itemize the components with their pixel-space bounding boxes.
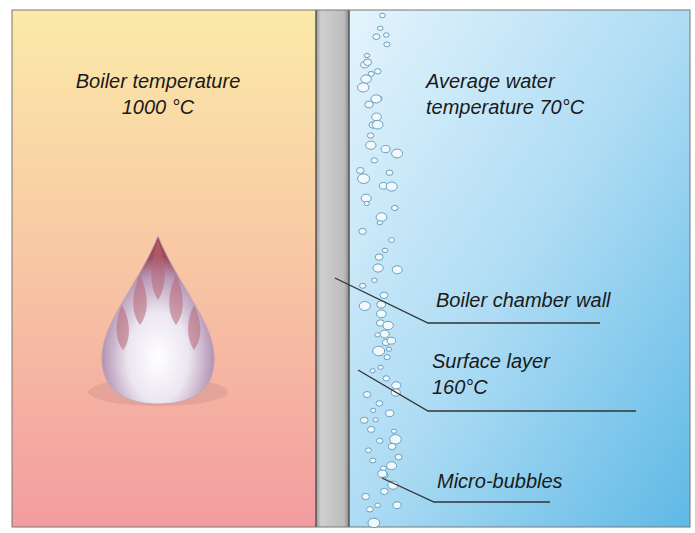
bubble <box>382 248 388 252</box>
bubble <box>366 141 376 149</box>
bubble <box>386 182 397 191</box>
bubble <box>387 337 396 344</box>
furnace-region <box>12 10 316 527</box>
bubble <box>383 376 390 381</box>
bubble <box>380 292 388 298</box>
leader-line <box>358 370 636 411</box>
bubble <box>375 254 383 260</box>
bubble <box>360 283 366 288</box>
bubble <box>390 435 402 444</box>
bubble <box>377 221 382 225</box>
water-temperature: Average water temperature 70°C <box>426 68 641 120</box>
bubble <box>368 426 375 432</box>
bubble <box>358 83 369 92</box>
bubble <box>380 13 386 18</box>
bubble <box>365 101 373 108</box>
bubbles-label: Micro-bubbles <box>437 468 637 494</box>
bubble <box>386 170 393 175</box>
bubble <box>371 95 381 103</box>
bubble <box>378 26 384 30</box>
bubble <box>392 266 402 274</box>
bubble <box>375 503 381 507</box>
wall-edge <box>348 10 350 527</box>
bubble <box>372 120 383 129</box>
bubble <box>387 462 397 470</box>
bubble <box>376 213 387 222</box>
bubble <box>359 228 366 234</box>
bubble <box>389 238 395 243</box>
bubble <box>384 355 390 360</box>
bubble <box>376 438 383 443</box>
bubble <box>367 507 374 512</box>
bubble <box>375 69 382 74</box>
bubble <box>384 42 390 47</box>
bubble <box>373 418 378 422</box>
surface-layer-label: Surface layer 160°C <box>432 348 582 400</box>
bubble <box>373 346 385 356</box>
flame <box>102 236 214 404</box>
bubble <box>384 33 390 37</box>
bubble <box>380 330 389 338</box>
leader-lines <box>335 278 636 502</box>
bubble <box>371 158 378 163</box>
bubble <box>363 392 370 398</box>
wall-label: Boiler chamber wall <box>436 287 676 313</box>
bubble <box>393 502 401 509</box>
bubble <box>381 488 389 494</box>
bubble <box>386 410 394 417</box>
micro-bubbles <box>357 13 403 527</box>
bubble <box>358 174 370 184</box>
bubble <box>373 34 380 40</box>
bubble <box>372 278 378 282</box>
bubble <box>370 369 375 373</box>
bubble <box>371 408 376 412</box>
bubble <box>370 458 376 463</box>
water-region <box>349 10 690 527</box>
bubble <box>392 149 403 158</box>
bubble <box>372 113 382 121</box>
flame-tips <box>117 240 201 350</box>
bubble <box>357 168 365 174</box>
bubble <box>395 454 402 460</box>
bubble <box>365 448 371 453</box>
bubble <box>368 518 380 527</box>
bubble <box>361 75 371 83</box>
bubble <box>364 59 372 65</box>
wall-edge <box>315 10 317 527</box>
bubble <box>391 429 396 433</box>
bubble <box>392 382 401 389</box>
bubble <box>364 201 369 205</box>
bubble <box>392 205 399 210</box>
bubble <box>378 470 387 477</box>
bubble <box>381 146 390 153</box>
bubble <box>367 133 374 138</box>
bubble <box>362 493 370 499</box>
bubble <box>386 347 391 351</box>
bubble <box>375 333 381 337</box>
bubble <box>388 443 396 449</box>
furnace-temperature: Boiler temperature 1000 °C <box>58 68 258 120</box>
bubble <box>376 401 383 406</box>
bubble <box>359 302 370 311</box>
bubble <box>376 310 386 318</box>
bubble <box>378 365 383 369</box>
bubble <box>364 54 369 58</box>
frame <box>12 10 690 527</box>
bubble <box>373 264 383 272</box>
chamber-wall <box>316 10 349 527</box>
bubble <box>360 417 368 423</box>
bubble <box>383 321 394 329</box>
